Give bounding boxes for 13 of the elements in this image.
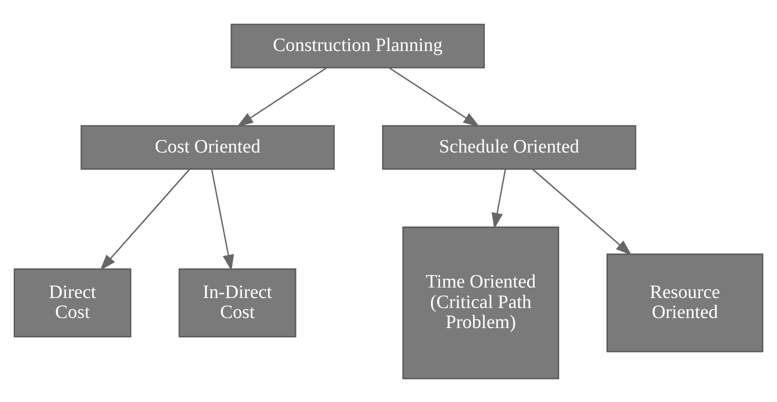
- arrow: [100, 168, 190, 270]
- arrow: [211, 168, 234, 270]
- node-box: Cost Oriented: [80, 124, 335, 170]
- arrow: [492, 168, 506, 229]
- arrow: [237, 66, 328, 126]
- arrow: [532, 168, 632, 255]
- node-box: Time Oriented (Critical Path Problem): [402, 226, 560, 379]
- node-box: Construction Planning: [230, 23, 485, 68]
- node-box: Direct Cost: [14, 268, 132, 337]
- node-box: Resource Oriented: [606, 253, 764, 352]
- node-box: In-Direct Cost: [178, 268, 296, 337]
- node-box: Schedule Oriented: [382, 124, 636, 170]
- arrow: [388, 66, 480, 126]
